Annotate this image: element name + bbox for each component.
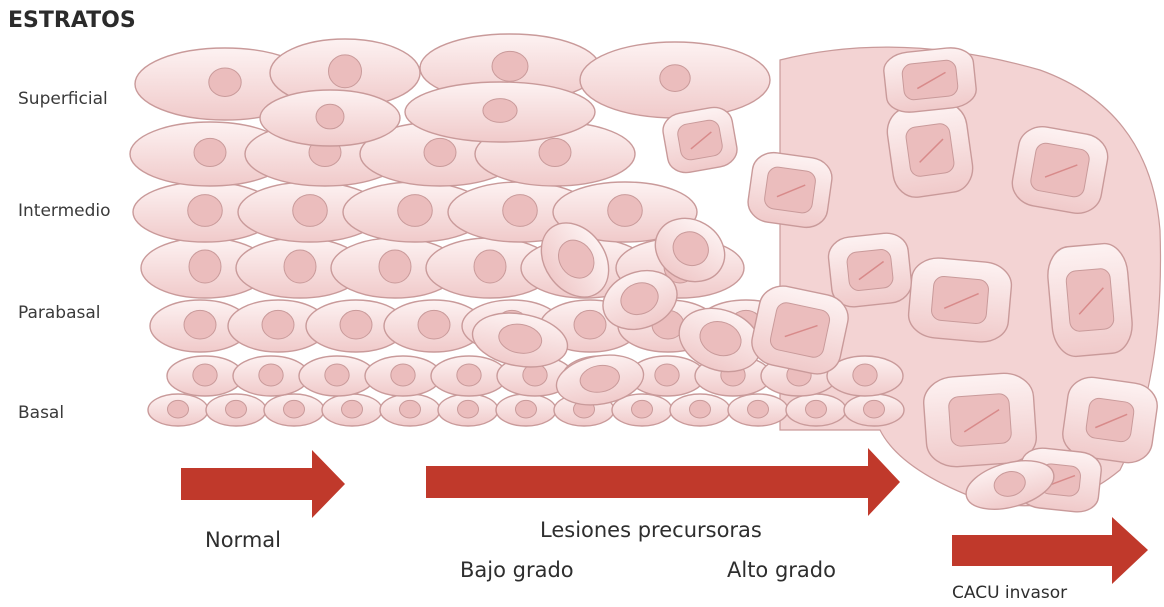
stage-lesiones-label: Lesiones precursoras: [540, 518, 762, 542]
cell-51: [260, 90, 400, 146]
stage-bajo-grado-label: Bajo grado: [460, 558, 574, 582]
cell-15: [299, 356, 375, 396]
cells-layer: [130, 34, 1161, 518]
cell-64: [907, 256, 1014, 344]
arrow-cacu: [952, 517, 1148, 584]
stratum-basal-label: Basal: [18, 403, 64, 423]
cell-5: [438, 394, 498, 426]
cell-16: [365, 356, 441, 396]
cell-68: [882, 45, 978, 114]
cell-60: [746, 150, 835, 230]
diagram-title: ESTRATOS: [8, 8, 136, 33]
cell-65: [1009, 123, 1112, 217]
stage-alto-grado-label: Alto grado: [727, 558, 836, 582]
cell-52: [405, 82, 595, 142]
cell-4: [380, 394, 440, 426]
cell-0: [148, 394, 208, 426]
arrow-lesiones: [426, 448, 900, 516]
cell-3: [322, 394, 382, 426]
stratum-parabasal-label: Parabasal: [18, 303, 101, 323]
cell-50: [580, 42, 770, 118]
cell-69: [922, 371, 1038, 468]
stage-normal-label: Normal: [205, 528, 281, 552]
stratum-intermedio-label: Intermedio: [18, 201, 111, 221]
cell-9: [670, 394, 730, 426]
cell-12: [844, 394, 904, 426]
cell-2: [264, 394, 324, 426]
cell-10: [728, 394, 788, 426]
arrow-normal: [181, 450, 345, 518]
cell-14: [233, 356, 309, 396]
stratum-superficial-label: Superficial: [18, 89, 108, 109]
cell-61: [827, 231, 914, 309]
cell-11: [786, 394, 846, 426]
stage-cacu-label: CACU invasor: [952, 583, 1067, 603]
cell-59: [660, 104, 739, 175]
cell-6: [496, 394, 556, 426]
cell-17: [431, 356, 507, 396]
cell-66: [1045, 242, 1134, 359]
cell-13: [167, 356, 243, 396]
cell-1: [206, 394, 266, 426]
cell-63: [884, 100, 976, 200]
